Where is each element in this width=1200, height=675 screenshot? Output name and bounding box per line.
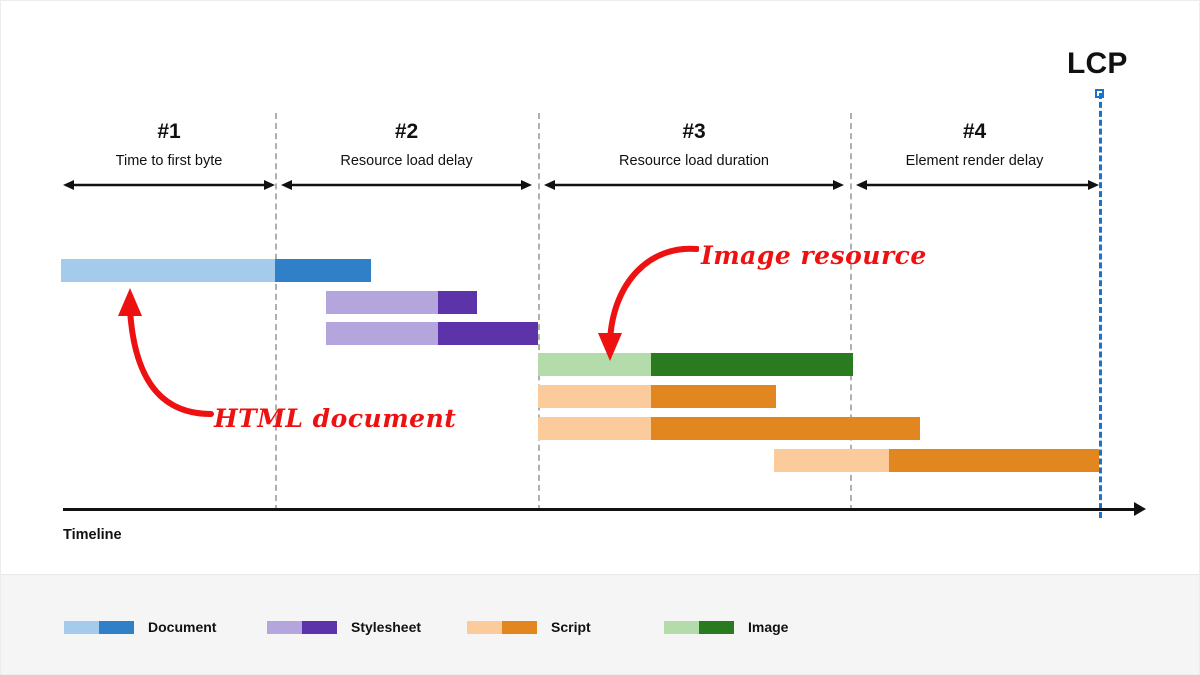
bar-segment-duration (651, 385, 776, 408)
phase-span-arrow-1 (63, 180, 275, 190)
phase-span-arrow-3 (544, 180, 844, 190)
waterfall-bar-script-3 (774, 449, 1099, 472)
phase-number: #2 (394, 120, 419, 143)
phase-divider-2 (538, 113, 540, 511)
swatch-dark (502, 620, 537, 634)
waterfall-bar-script-2 (538, 417, 920, 440)
waterfall-plot-area: LCP #1 Time to first byte #2 Resource lo… (1, 1, 1199, 574)
annotation-arrow-image-resource (598, 245, 699, 361)
waterfall-bar-script-1 (538, 385, 776, 408)
waterfall-bar-stylesheet-2 (326, 322, 538, 345)
legend-swatch-image (664, 620, 734, 634)
waterfall-bar-document (61, 259, 371, 282)
phase-name: Resource load duration (619, 153, 769, 169)
timeline-axis-arrowhead (1134, 502, 1146, 516)
bar-segment-delay (326, 322, 438, 345)
annotation-image-resource: Image resource (701, 241, 927, 270)
timeline-axis-label: Timeline (63, 527, 122, 543)
bar-segment-duration (651, 353, 853, 376)
bar-segment-delay (774, 449, 889, 472)
legend-item-document: Document (64, 619, 216, 635)
phase-name: Resource load delay (340, 153, 473, 169)
swatch-dark (302, 620, 337, 634)
phase-header-4: #4 Element render delay (850, 121, 1099, 170)
phase-header-2: #2 Resource load delay (275, 121, 538, 170)
phase-header-1: #1 Time to first byte (63, 121, 275, 170)
bar-segment-delay (538, 353, 651, 376)
phase-name: Element render delay (905, 153, 1044, 169)
swatch-light (267, 620, 302, 634)
lcp-label: LCP (1067, 47, 1128, 80)
swatch-dark (699, 620, 734, 634)
legend-label: Script (551, 619, 591, 635)
swatch-light (467, 620, 502, 634)
swatch-light (664, 620, 699, 634)
bar-segment-delay (538, 417, 651, 440)
bar-segment-duration (889, 449, 1099, 472)
legend: Document Stylesheet Script Image (1, 574, 1199, 674)
bar-segment-delay (61, 259, 275, 282)
phase-number: #3 (682, 120, 706, 143)
legend-label: Document (148, 619, 217, 635)
bar-segment-delay (326, 291, 438, 314)
swatch-light (64, 620, 99, 634)
lcp-dashed-line (1099, 93, 1102, 518)
waterfall-bar-stylesheet-1 (326, 291, 477, 314)
phase-divider-3 (850, 113, 852, 511)
phase-header-3: #3 Resource load duration (538, 121, 850, 170)
phase-span-arrow-2 (281, 180, 532, 190)
phase-span-arrow-4 (856, 180, 1099, 190)
phase-divider-1 (275, 113, 277, 511)
legend-item-script: Script (467, 619, 591, 635)
timeline-axis (63, 508, 1134, 511)
legend-swatch-document (64, 620, 134, 634)
phase-number: #4 (962, 120, 987, 143)
bar-segment-duration (651, 417, 920, 440)
legend-swatch-script (467, 620, 537, 634)
annotation-html-document: HTML document (214, 404, 457, 433)
legend-label: Stylesheet (351, 619, 422, 635)
annotation-arrow-html-document (118, 288, 214, 417)
bar-segment-duration (275, 259, 371, 282)
bar-segment-duration (438, 322, 538, 345)
phase-name: Time to first byte (115, 153, 223, 169)
legend-item-stylesheet: Stylesheet (267, 619, 421, 635)
bar-segment-duration (438, 291, 477, 314)
bar-segment-delay (538, 385, 651, 408)
legend-label: Image (748, 619, 789, 635)
swatch-dark (99, 620, 134, 634)
phase-number: #1 (157, 120, 181, 143)
waterfall-bar-image (538, 353, 853, 376)
legend-swatch-stylesheet (267, 620, 337, 634)
legend-item-image: Image (664, 619, 788, 635)
